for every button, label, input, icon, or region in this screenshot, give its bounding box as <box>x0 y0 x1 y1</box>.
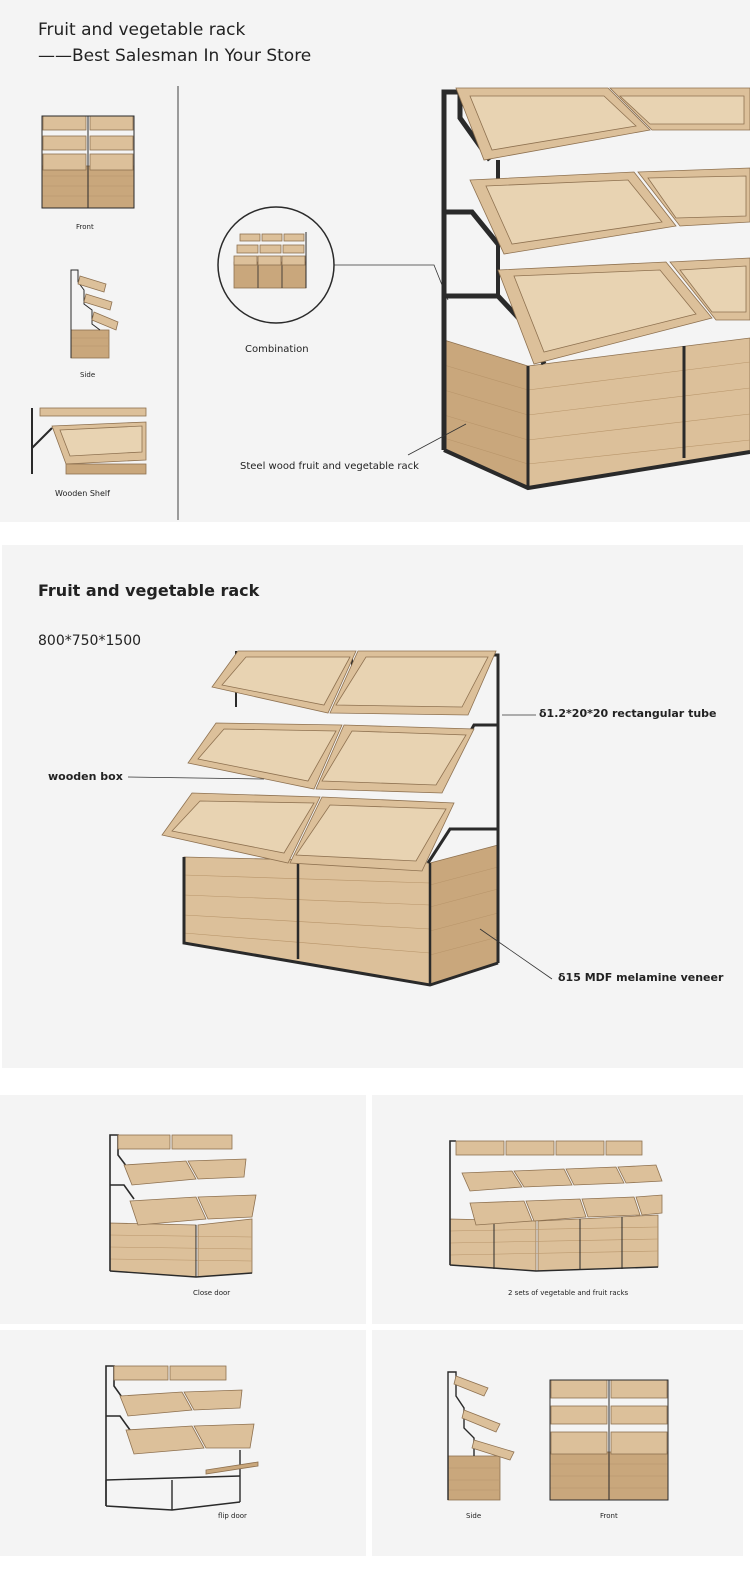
callout-box: wooden box <box>48 770 123 783</box>
combination-image <box>217 206 449 324</box>
wooden-shelf-label: Wooden Shelf <box>55 489 110 498</box>
close-door-label: Close door <box>193 1289 231 1297</box>
callout-tube: δ1.2*20*20 rectangular tube <box>539 707 717 720</box>
main-rack-image <box>407 87 750 491</box>
close-door-image <box>109 1134 257 1278</box>
front-label: Front <box>600 1512 618 1520</box>
two-sets-label: 2 sets of vegetable and fruit racks <box>508 1289 629 1297</box>
side-front-image <box>447 1371 669 1501</box>
spec-rack-image <box>127 650 553 987</box>
main-rack-label: Steel wood fruit and vegetable rack <box>240 461 419 472</box>
two-sets-panel: 2 sets of vegetable and fruit racks <box>372 1095 743 1324</box>
callout-mdf: δ15 MDF melamine veneer <box>558 971 724 984</box>
flip-door-label: flip door <box>218 1512 247 1520</box>
spec-panel: Fruit and vegetable rack 800*750*1500 <box>2 545 743 1068</box>
combination-label: Combination <box>245 344 309 355</box>
spec-title: Fruit and vegetable rack <box>38 581 260 600</box>
side-label: Side <box>466 1512 482 1520</box>
side-view-image <box>70 269 119 359</box>
flip-door-panel: flip door <box>0 1330 366 1556</box>
intro-title: Fruit and vegetable rack <box>38 20 246 40</box>
side-view-label: Side <box>80 371 96 379</box>
intro-subtitle: ——Best Salesman In Your Store <box>38 46 312 66</box>
close-door-panel: Close door <box>0 1095 366 1324</box>
front-view-label: Front <box>76 223 94 231</box>
spec-dimensions: 800*750*1500 <box>38 633 142 649</box>
front-view-image <box>41 115 135 209</box>
side-front-panel: Side Front <box>372 1330 743 1556</box>
flip-door-image <box>105 1365 259 1511</box>
divider <box>177 86 179 520</box>
wooden-shelf-image <box>31 407 147 475</box>
intro-panel: Fruit and vegetable rack ——Best Salesman… <box>0 0 750 522</box>
two-sets-image <box>449 1140 663 1272</box>
